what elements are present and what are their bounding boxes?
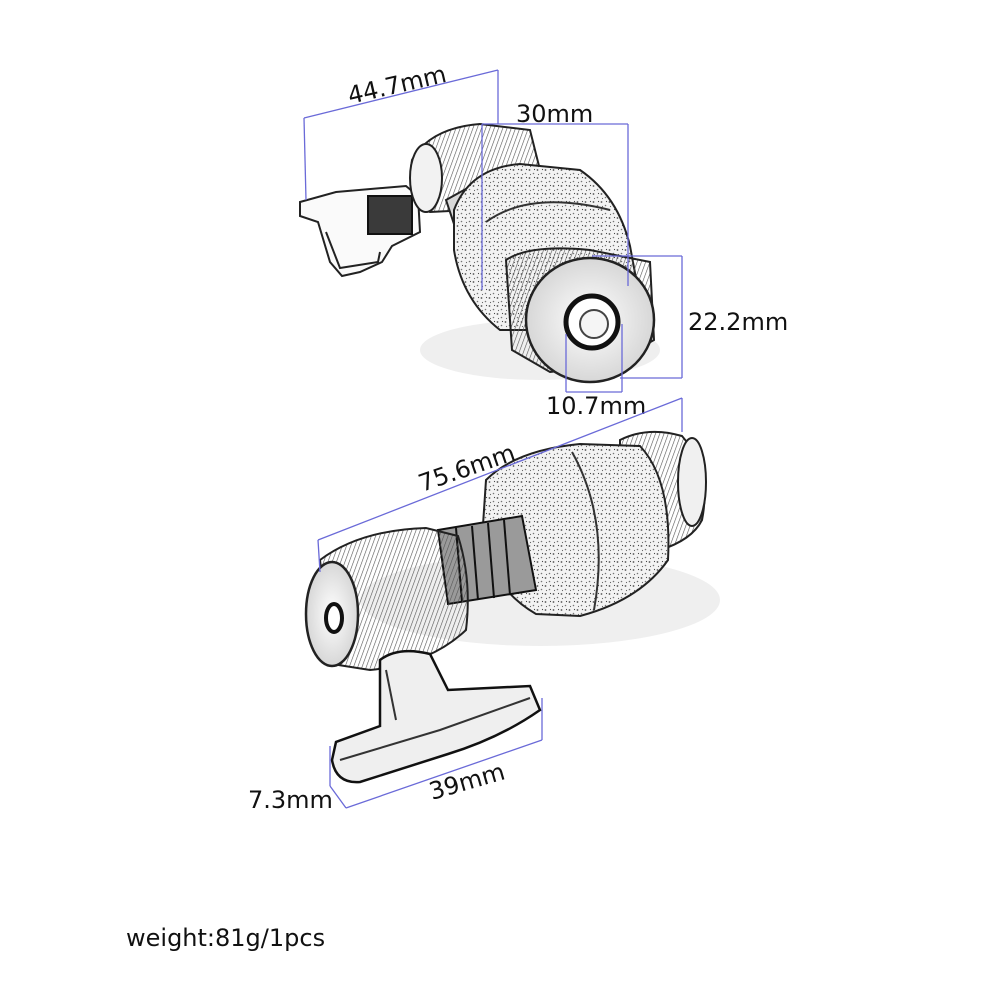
bottom-dimension-lines xyxy=(317,397,683,809)
bottom-clutch-sketch xyxy=(304,430,720,784)
dim-label-30: 30mm xyxy=(516,100,593,128)
wing-screw xyxy=(330,649,542,784)
dim-label-7-3: 7.3mm xyxy=(248,786,333,814)
top-clutch-sketch xyxy=(299,122,660,384)
top-dimension-lines xyxy=(303,69,683,393)
dim-label-10-7: 10.7mm xyxy=(546,392,646,420)
weight-label: weight:81g/1pcs xyxy=(126,924,326,952)
dim-label-44-7: 44.7mm xyxy=(345,60,449,110)
dim-label-22-2: 22.2mm xyxy=(688,308,788,336)
dim-label-39: 39mm xyxy=(426,758,508,806)
